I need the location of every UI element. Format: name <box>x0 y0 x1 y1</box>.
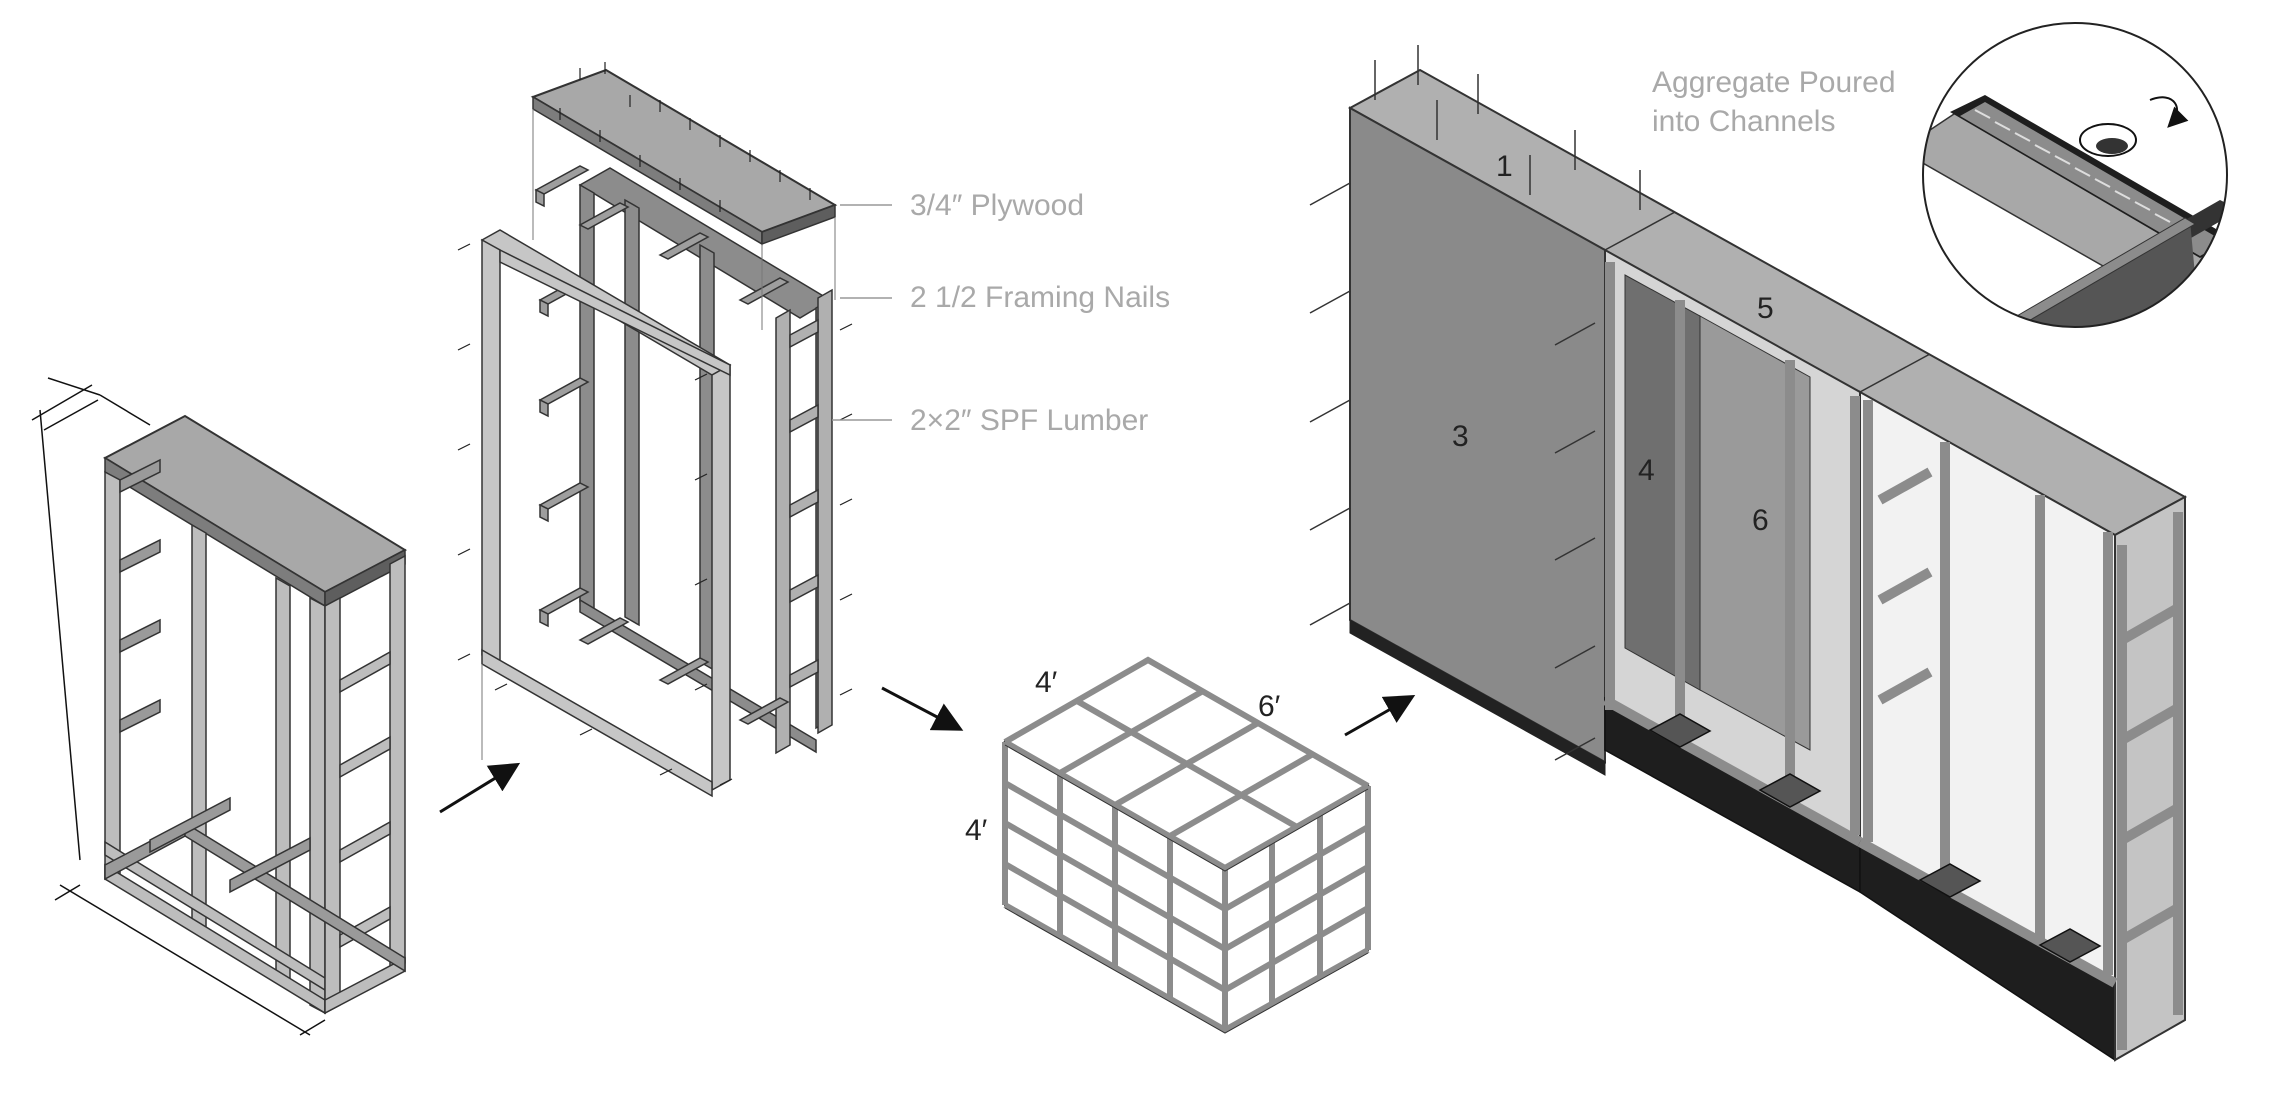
exploded-plywood-panel <box>530 68 838 234</box>
exploded-guide-lines <box>481 109 836 760</box>
dimension-height: 4′ <box>965 814 988 847</box>
step-arrow-2 <box>881 686 964 731</box>
step-arrow-1 <box>439 762 521 814</box>
dimension-depth: 4′ <box>1035 666 1058 699</box>
label-aggregate-line1: Aggregate Poured <box>1652 66 1896 99</box>
assembled-wall <box>1309 45 2188 1062</box>
part-number-5: 5 <box>1757 292 1774 325</box>
part-number-3: 3 <box>1452 420 1469 453</box>
detail-channels <box>1974 109 2171 223</box>
exploded-nails-side <box>457 243 853 786</box>
cage-members <box>1002 656 1371 1034</box>
exploded-nails-top <box>559 62 811 212</box>
dimension-width: 6′ <box>1258 690 1281 723</box>
exploded-side-ladder <box>775 288 833 755</box>
frame-dimension-lines <box>31 377 326 1036</box>
cage-outlines <box>1004 744 1369 1034</box>
wall-nails-left <box>1309 45 1641 761</box>
part-number-6: 6 <box>1752 504 1769 537</box>
frame-side-ladder <box>324 554 406 1015</box>
part-number-1: 1 <box>1496 150 1513 183</box>
frame-front-members <box>104 470 326 1015</box>
step-arrow-3 <box>1344 695 1416 737</box>
label-plywood: 3/4″ Plywood <box>910 189 1084 222</box>
callout-leaders <box>832 204 892 421</box>
exploded-blocking <box>534 165 790 725</box>
exploded-front-frame <box>480 229 732 798</box>
frame-left-ladder <box>104 458 406 973</box>
assembled-frame <box>31 377 408 1036</box>
wall-base-openings <box>1648 713 2102 963</box>
part-number-4: 4 <box>1638 454 1655 487</box>
frame-top-panel <box>102 414 408 594</box>
exploded-frame <box>457 62 892 798</box>
detail-magnifier <box>1922 22 2228 328</box>
stacked-cage <box>1002 656 1371 1034</box>
label-framing-nails: 2 1/2 Framing Nails <box>910 281 1170 314</box>
label-spf-lumber: 2×2″ SPF Lumber <box>910 404 1148 437</box>
label-aggregate-line2: into Channels <box>1652 105 1835 138</box>
